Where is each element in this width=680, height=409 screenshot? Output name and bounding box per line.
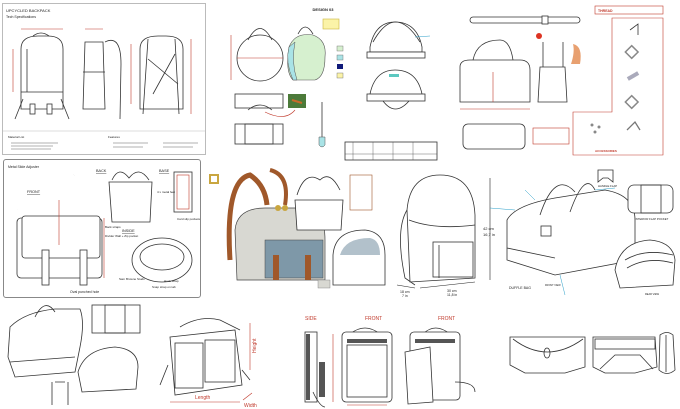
backpack-tech-drawing: UPCYCLED BACKPACK Tech Specifications Ma… <box>3 8 205 150</box>
round-bag-drawing: DESIGN 03 <box>230 7 344 148</box>
front-label: FRONT <box>27 190 41 194</box>
shoulder-bag-drawing: Height Length Width <box>159 318 258 409</box>
clutch-drawing <box>509 332 676 374</box>
oval-label: Oval punched hole <box>70 290 99 294</box>
base-label: BASE <box>159 169 170 173</box>
card-label: Card slip pockets <box>177 217 201 221</box>
depth-cm: 18 cm <box>400 290 410 294</box>
width-cm: 30 cm <box>447 289 457 293</box>
backpack-drawing: 42 cm 16,7 in 18 cm 7 in 30 cm 11,8 in <box>396 174 495 298</box>
crossbody-drawing: SIDE FRONT FRONT <box>304 316 476 408</box>
height-cm: 42 cm <box>483 226 495 231</box>
satchel-drawing <box>209 168 386 289</box>
front-label-2: FRONT <box>438 316 455 322</box>
design-title: DESIGN 03 <box>313 7 335 12</box>
bag-orthographic-sheet <box>344 2 455 162</box>
divider-label: Divider Wall + Zip pocket <box>105 234 138 238</box>
side-label: SIDE <box>305 316 317 322</box>
duffle-bag-sheet: HANDLE FLAP INTERIOR FLAP POCKET DUFFLE … <box>489 160 680 300</box>
width-label: Width <box>244 403 257 409</box>
shoulder-bag-sheet: Height Length Width <box>159 315 275 409</box>
messenger-bag-drawing: Metal Slide Adjuster FRONT BACK BASE 4 x… <box>8 165 201 294</box>
swatch-navy <box>337 64 343 69</box>
bag-orthographic-drawing <box>344 21 438 161</box>
features-label: Features <box>108 135 120 139</box>
back-strap-label: Back straps <box>105 225 121 229</box>
feet-label: 4 x metal feet <box>157 190 175 194</box>
duffle-title: DUFFLE BAG <box>509 286 531 290</box>
sheet-title: UPCYCLED BACKPACK <box>6 8 51 13</box>
height-in: 16,7 in <box>483 232 495 237</box>
swatch-green <box>336 45 344 52</box>
backpack-tech-sheet: UPCYCLED BACKPACK Tech Specifications Ma… <box>2 3 206 155</box>
inside-label: INSIDE <box>122 229 135 233</box>
messenger-bag-sheet: Metal Slide Adjuster FRONT BACK BASE 4 x… <box>3 159 201 298</box>
adjuster-label: Metal Slide Adjuster <box>8 165 40 169</box>
snap-label: Snap strap on tab <box>152 285 176 289</box>
duffle-drawing: HANDLE FLAP INTERIOR FLAP POCKET DUFFLE … <box>489 169 676 296</box>
handbag-drawing: THREAD ACCESSORIES <box>459 5 664 156</box>
front-label-1: FRONT <box>365 316 382 322</box>
duffle-small-drawing <box>7 304 141 405</box>
back-label: BACK <box>96 169 107 173</box>
clutch-flats-sheet <box>505 325 680 385</box>
accessories-label: ACCESSORIES <box>595 149 617 153</box>
handle-flap-label: HANDLE FLAP <box>598 184 617 188</box>
material-list-label: Material List <box>8 135 24 139</box>
front-view-label: FRONT VIEW <box>545 284 561 287</box>
crossbody-sheet: SIDE FRONT FRONT <box>295 312 485 409</box>
swatch-aqua <box>336 54 344 61</box>
interior-flap-label: INTERIOR FLAP POCKET <box>635 217 669 221</box>
sheet-subtitle: Tech Specifications <box>6 15 36 19</box>
studs-label: Sam Browne Studs <box>119 277 145 281</box>
backpack-dimension-sheet: 42 cm 16,7 in 18 cm 7 in 30 cm 11,8 in <box>395 170 495 298</box>
satchel-color-sheet <box>205 160 390 296</box>
depth-in: 7 in <box>402 294 408 298</box>
hook-label: Hook strap <box>164 279 179 283</box>
duffle-small-sheet <box>0 297 145 409</box>
height-label: Height <box>252 338 258 353</box>
thread-label: THREAD <box>598 9 613 13</box>
length-label: Length <box>195 395 211 401</box>
rear-view-label: REAR VIEW <box>645 293 660 296</box>
swatch-yellow <box>336 72 344 79</box>
design-03-sheet: DESIGN 03 <box>215 2 345 157</box>
handbag-accessories-sheet: THREAD ACCESSORIES <box>455 2 680 157</box>
width-in: 11,8 in <box>447 293 457 297</box>
